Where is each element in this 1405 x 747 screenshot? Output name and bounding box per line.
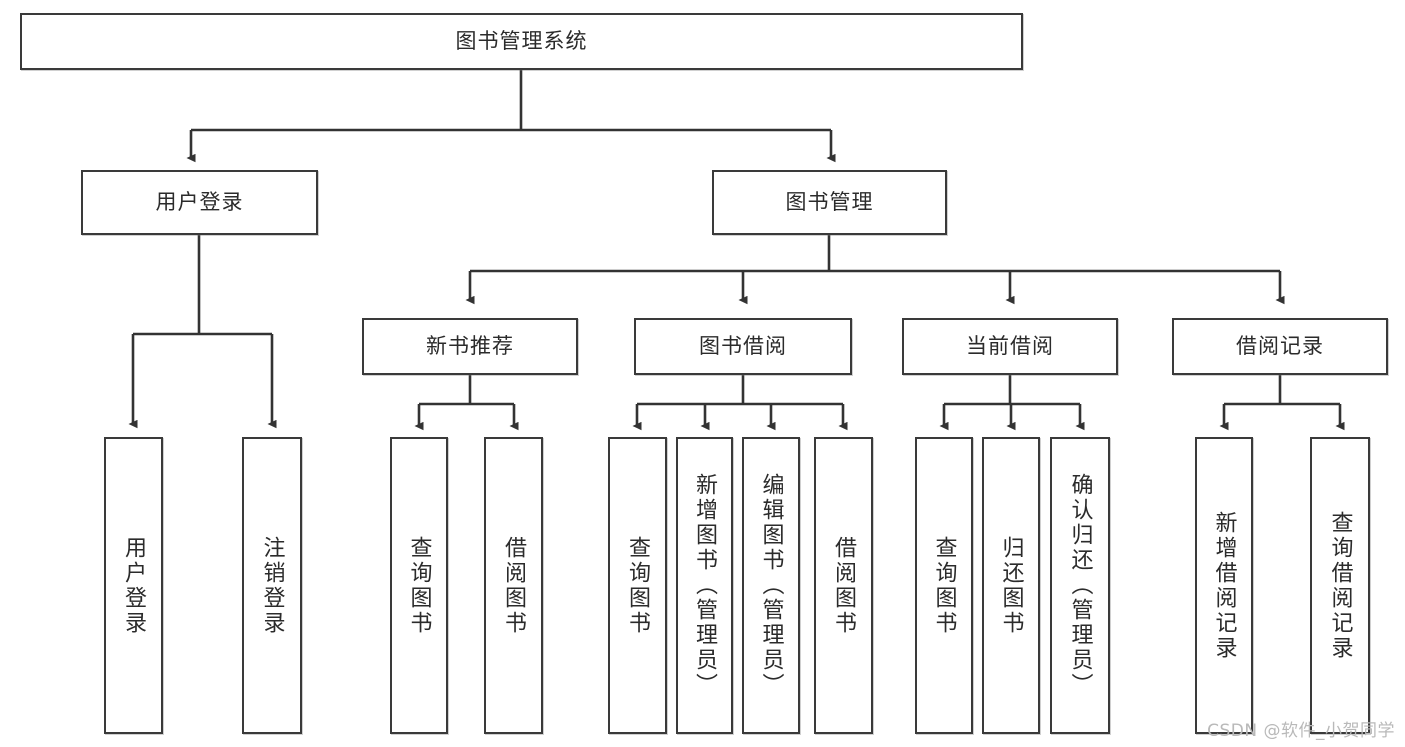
node-root-system-label: 图书管理系统 (455, 28, 588, 53)
node-leaf-newbook-query-books[interactable]: 查询图书 (390, 437, 448, 734)
node-leaf-add-book-admin-label: 新增图书（管理员） (692, 473, 718, 698)
node-leaf-logout[interactable]: 注销登录 (242, 437, 302, 734)
node-leaf-newbook-query-books-label: 查询图书 (406, 535, 432, 636)
node-leaf-confirm-return-admin-label: 确认归还（管理员） (1067, 473, 1093, 698)
node-book-management[interactable]: 图书管理 (712, 170, 947, 235)
node-leaf-query-borrow-record[interactable]: 查询借阅记录 (1310, 437, 1370, 734)
node-root-system[interactable]: 图书管理系统 (20, 13, 1023, 70)
node-book-borrow-label: 图书借阅 (699, 333, 787, 358)
node-leaf-add-borrow-record[interactable]: 新增借阅记录 (1195, 437, 1253, 734)
node-leaf-borrow-query-books-label: 查询图书 (625, 535, 651, 636)
node-leaf-current-query-books-label: 查询图书 (931, 535, 957, 636)
node-leaf-borrow-query-books[interactable]: 查询图书 (608, 437, 667, 734)
node-leaf-borrow-books[interactable]: 借阅图书 (814, 437, 873, 734)
node-current-borrow-label: 当前借阅 (966, 333, 1054, 358)
node-leaf-borrow-books-label: 借阅图书 (831, 535, 857, 636)
node-leaf-return-books[interactable]: 归还图书 (982, 437, 1040, 734)
node-book-borrow[interactable]: 图书借阅 (634, 318, 852, 375)
node-borrow-record-label: 借阅记录 (1236, 333, 1324, 358)
node-leaf-logout-label: 注销登录 (259, 535, 285, 636)
node-new-book-recommend-label: 新书推荐 (426, 333, 514, 358)
node-leaf-edit-book-admin[interactable]: 编辑图书（管理员） (742, 437, 800, 734)
node-leaf-user-login[interactable]: 用户登录 (104, 437, 163, 734)
node-leaf-add-borrow-record-label: 新增借阅记录 (1211, 510, 1237, 661)
node-leaf-current-query-books[interactable]: 查询图书 (915, 437, 973, 734)
node-current-borrow[interactable]: 当前借阅 (902, 318, 1118, 375)
node-leaf-newbook-borrow-books-label: 借阅图书 (501, 535, 527, 636)
node-leaf-confirm-return-admin[interactable]: 确认归还（管理员） (1050, 437, 1110, 734)
node-new-book-recommend[interactable]: 新书推荐 (362, 318, 578, 375)
node-book-management-label: 图书管理 (785, 189, 874, 214)
csdn-watermark: CSDN @软件_小贺同学 (1207, 721, 1395, 741)
node-leaf-user-login-label: 用户登录 (121, 535, 147, 636)
node-user-login[interactable]: 用户登录 (81, 170, 318, 235)
node-leaf-add-book-admin[interactable]: 新增图书（管理员） (676, 437, 733, 734)
node-leaf-query-borrow-record-label: 查询借阅记录 (1327, 510, 1353, 661)
node-leaf-newbook-borrow-books[interactable]: 借阅图书 (484, 437, 543, 734)
node-user-login-label: 用户登录 (155, 189, 244, 214)
node-leaf-return-books-label: 归还图书 (998, 535, 1024, 636)
node-leaf-edit-book-admin-label: 编辑图书（管理员） (758, 473, 784, 698)
node-borrow-record[interactable]: 借阅记录 (1172, 318, 1388, 375)
